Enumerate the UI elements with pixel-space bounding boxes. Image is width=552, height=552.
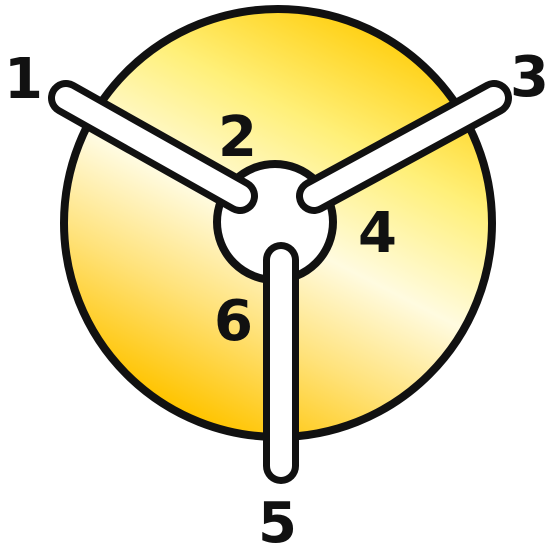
label-hub-lower-left: 6	[214, 289, 253, 354]
label-end-right: 3	[510, 45, 549, 110]
label-end-left: 1	[4, 47, 43, 112]
label-end-bottom: 5	[258, 491, 297, 552]
label-hub-upper-left: 2	[218, 105, 257, 170]
label-hub-right: 4	[358, 201, 397, 266]
